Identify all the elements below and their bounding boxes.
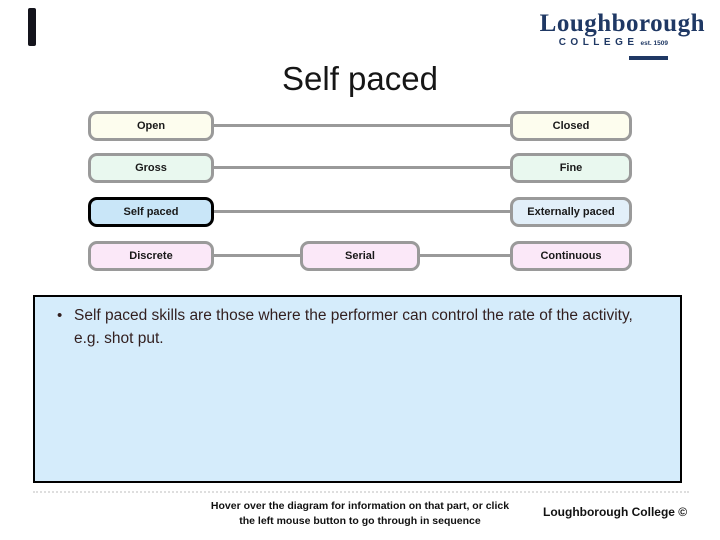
page-title: Self paced <box>282 60 438 97</box>
footer-credit: Loughborough College © <box>543 505 688 519</box>
diagram-box-self-paced[interactable]: Self paced <box>88 197 214 227</box>
connector-line-selfpaced-externally <box>213 210 511 213</box>
connector-line-serial-continuous <box>419 254 511 257</box>
diagram-box-discrete[interactable]: Discrete <box>88 241 214 271</box>
logo-college-label: COLLEGE <box>558 37 639 48</box>
diagram-box-closed[interactable]: Closed <box>510 111 632 141</box>
diagram-box-gross[interactable]: Gross <box>88 153 214 183</box>
connector-line-open-closed <box>213 124 511 127</box>
logo-underline <box>629 56 668 60</box>
content-textbox: • Self paced skills are those where the … <box>33 295 682 483</box>
logo-est-text: est. 1509 <box>640 40 668 47</box>
diagram-box-fine[interactable]: Fine <box>510 153 632 183</box>
diagram-box-continuous[interactable]: Continuous <box>510 241 632 271</box>
diagram-box-serial[interactable]: Serial <box>300 241 420 271</box>
corner-accent-bar <box>28 8 36 46</box>
bullet-icon: • <box>57 307 63 324</box>
connector-line-gross-fine <box>213 166 511 169</box>
footer-instruction-line2: the left mouse button to go through in s… <box>239 514 481 527</box>
placeholder-dotted-line <box>33 491 689 493</box>
logo-name-text: Loughborough <box>539 10 705 37</box>
footer-instructions: Hover over the diagram for information o… <box>100 499 620 528</box>
connector-line-discrete-serial <box>213 254 301 257</box>
diagram-box-externally-paced[interactable]: Externally paced <box>510 197 632 227</box>
footer-instruction-line1: Hover over the diagram for information o… <box>210 500 510 512</box>
diagram-box-open[interactable]: Open <box>88 111 214 141</box>
bullet-text: Self paced skills are those where the pe… <box>74 307 633 347</box>
bullet-item: • Self paced skills are those where the … <box>57 304 680 350</box>
